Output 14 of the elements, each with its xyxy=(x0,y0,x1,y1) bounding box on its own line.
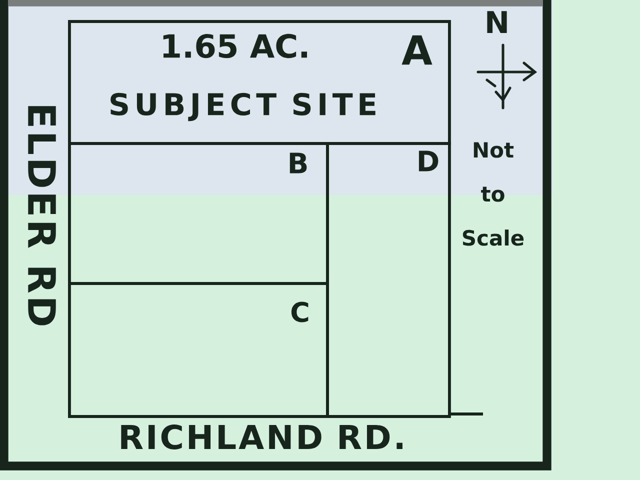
site-label: SUBJECT SITE xyxy=(110,92,376,122)
street-name: RICHLAND RD. xyxy=(121,424,402,450)
parcel-box xyxy=(326,142,451,418)
acreage-label: 1.65 AC. xyxy=(163,34,307,58)
parcel-box xyxy=(68,142,329,285)
parcel-letter: D xyxy=(418,150,438,172)
scale-note: Not to Scale xyxy=(462,142,524,246)
parcel-box xyxy=(68,282,329,418)
parcel-letter: C xyxy=(291,302,308,322)
parcel-letter: B xyxy=(290,152,307,174)
parcel-box xyxy=(68,20,451,145)
compass-letter: N xyxy=(487,11,507,33)
parcel-letter: A xyxy=(402,35,432,65)
street-name: ELDER RD xyxy=(28,106,56,326)
